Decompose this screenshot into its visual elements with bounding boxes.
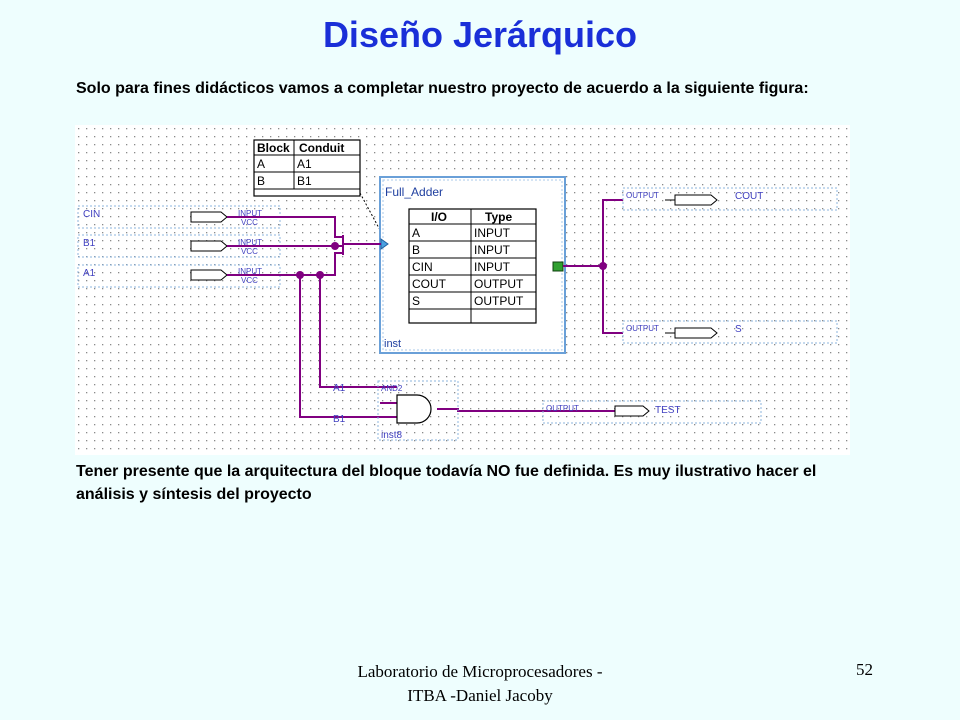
wire-junctions: [296, 242, 607, 279]
and-gate-icon: [396, 394, 432, 424]
output-pin-icon: [614, 405, 650, 417]
type-cell: INPUT: [474, 243, 511, 257]
footer-line: Laboratorio de Microprocesadores -: [357, 662, 603, 681]
io-cell: S: [412, 294, 420, 308]
block-instance: inst: [384, 338, 401, 350]
type-cell: INPUT: [474, 260, 511, 274]
pin-name: TEST: [655, 405, 681, 416]
conduit-cell: A: [257, 157, 265, 171]
input-pin-icon: [190, 269, 228, 281]
input-pin-icon: [190, 211, 228, 223]
gate-input-label: A1: [333, 383, 346, 394]
pin-name: S: [735, 324, 742, 335]
output-pin-cout[interactable]: OUTPUT COUT: [622, 187, 838, 211]
output-pin-s[interactable]: OUTPUT S: [622, 320, 838, 344]
pin-kind: OUTPUT: [626, 324, 659, 333]
type-cell: OUTPUT: [474, 294, 524, 308]
pin-kind: INPUT: [238, 267, 262, 276]
pin-sub: VCC: [241, 218, 258, 227]
gate-instance: inst8: [381, 430, 403, 441]
and-gate[interactable]: AND2 inst8 A1 B1: [333, 380, 459, 441]
io-header: I/O: [431, 210, 447, 224]
output-port-icon: [552, 261, 564, 272]
pin-sub: VCC: [241, 247, 258, 256]
schematic-canvas[interactable]: Block Conduit A A1 B B1 Full_Adder inst …: [75, 125, 850, 455]
pin-name: COUT: [735, 191, 763, 202]
footer-line: ITBA -Daniel Jacoby: [407, 686, 553, 705]
full-adder-block[interactable]: Full_Adder inst I/O Type A INPUT B INPUT…: [379, 176, 566, 354]
schematic-diagram: Block Conduit A A1 B B1 Full_Adder inst …: [75, 125, 850, 455]
note-text: Tener presente que la arquitectura del b…: [76, 463, 817, 503]
gate-input-label: B1: [333, 414, 346, 425]
input-pin-icon: [190, 240, 228, 252]
conduit-cell: B: [257, 174, 265, 188]
output-pin-test[interactable]: OUTPUT TEST: [542, 400, 762, 424]
pin-kind: OUTPUT: [626, 191, 659, 200]
slide-title: Diseño Jerárquico: [322, 14, 638, 55]
input-pin-b1[interactable]: B1 INPUT VCC: [77, 234, 281, 258]
output-pin-icon: [674, 327, 718, 339]
io-cell: COUT: [412, 277, 447, 291]
intro-text: Solo para fines didácticos vamos a compl…: [76, 80, 809, 97]
type-cell: OUTPUT: [474, 277, 524, 291]
type-header: Type: [485, 210, 512, 224]
pin-name: A1: [83, 268, 96, 279]
conduit-header-block: Block: [257, 141, 290, 155]
page-number: 52: [856, 660, 873, 679]
type-cell: INPUT: [474, 226, 511, 240]
pin-kind: OUTPUT: [546, 404, 579, 413]
output-pin-icon: [674, 194, 718, 206]
pin-sub: VCC: [241, 276, 258, 285]
io-cell: CIN: [412, 260, 433, 274]
pin-name: CIN: [83, 209, 100, 220]
conduit-header-conduit: Conduit: [299, 141, 344, 155]
pin-kind: INPUT: [238, 238, 262, 247]
pin-kind: INPUT: [238, 209, 262, 218]
conduit-table[interactable]: Block Conduit A A1 B B1: [253, 139, 361, 197]
slide-footer: Laboratorio de Microprocesadores - ITBA …: [290, 660, 670, 708]
block-name: Full_Adder: [385, 185, 443, 199]
io-cell: B: [412, 243, 420, 257]
pin-name: B1: [83, 238, 96, 249]
conduit-cell: B1: [297, 174, 312, 188]
conduit-cell: A1: [297, 157, 312, 171]
gate-type: AND2: [381, 384, 403, 393]
io-cell: A: [412, 226, 420, 240]
